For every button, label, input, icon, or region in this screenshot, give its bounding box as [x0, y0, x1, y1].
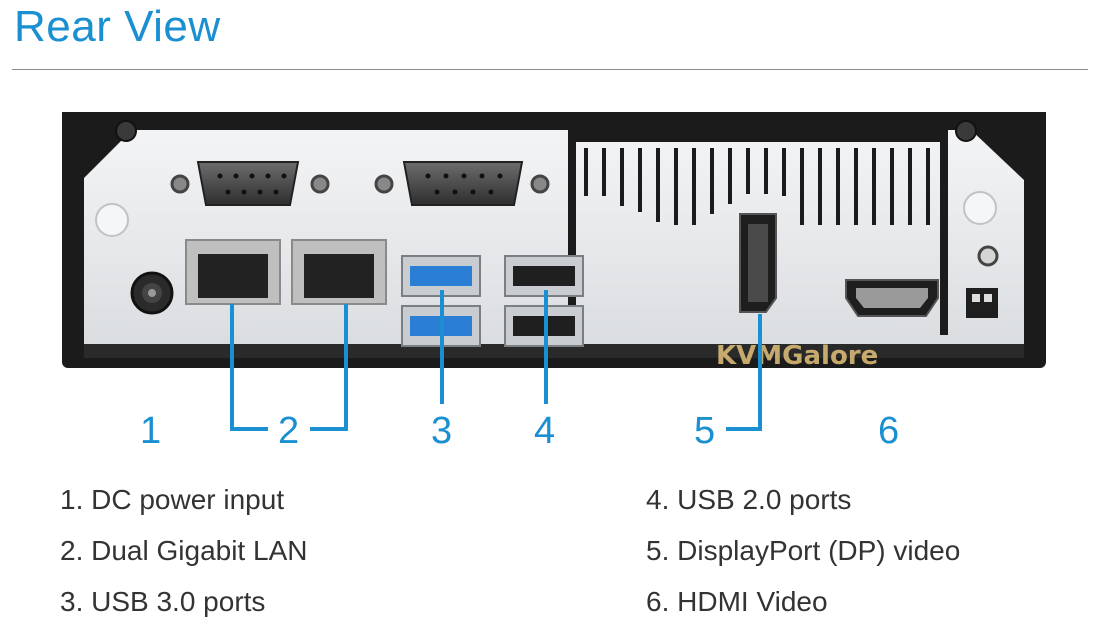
legend-item-lan: 2. Dual Gigabit LAN	[60, 535, 308, 566]
callout-4: 4	[534, 410, 556, 452]
callout-3: 3	[431, 410, 453, 452]
legend-item-displayport: 5. DisplayPort (DP) video	[646, 535, 961, 566]
lan-port-icon	[185, 239, 387, 305]
page-title: Rear View	[14, 2, 221, 51]
hdmi-port-icon	[845, 279, 939, 317]
watermark: KVMGalore	[716, 341, 878, 371]
callout-6: 6	[878, 410, 900, 452]
displayport-icon	[739, 213, 777, 313]
legend-item-hdmi: 6. HDMI Video	[646, 586, 828, 617]
vent-slots	[584, 148, 930, 225]
title-divider	[12, 69, 1088, 70]
callout-1: 1	[140, 410, 162, 452]
callout-2: 2	[278, 410, 300, 452]
callout-lines	[230, 290, 762, 431]
serial-port-icon	[170, 161, 550, 206]
dc-power-jack-icon	[130, 271, 174, 315]
callout-5: 5	[694, 410, 716, 452]
legend-item-usb3: 3. USB 3.0 ports	[60, 586, 266, 617]
legend-item-dc-power: 1. DC power input	[60, 484, 285, 515]
screw-icon	[95, 120, 997, 237]
legend-item-usb2: 4. USB 2.0 ports	[646, 484, 852, 515]
aux-jack-icon	[966, 245, 999, 318]
